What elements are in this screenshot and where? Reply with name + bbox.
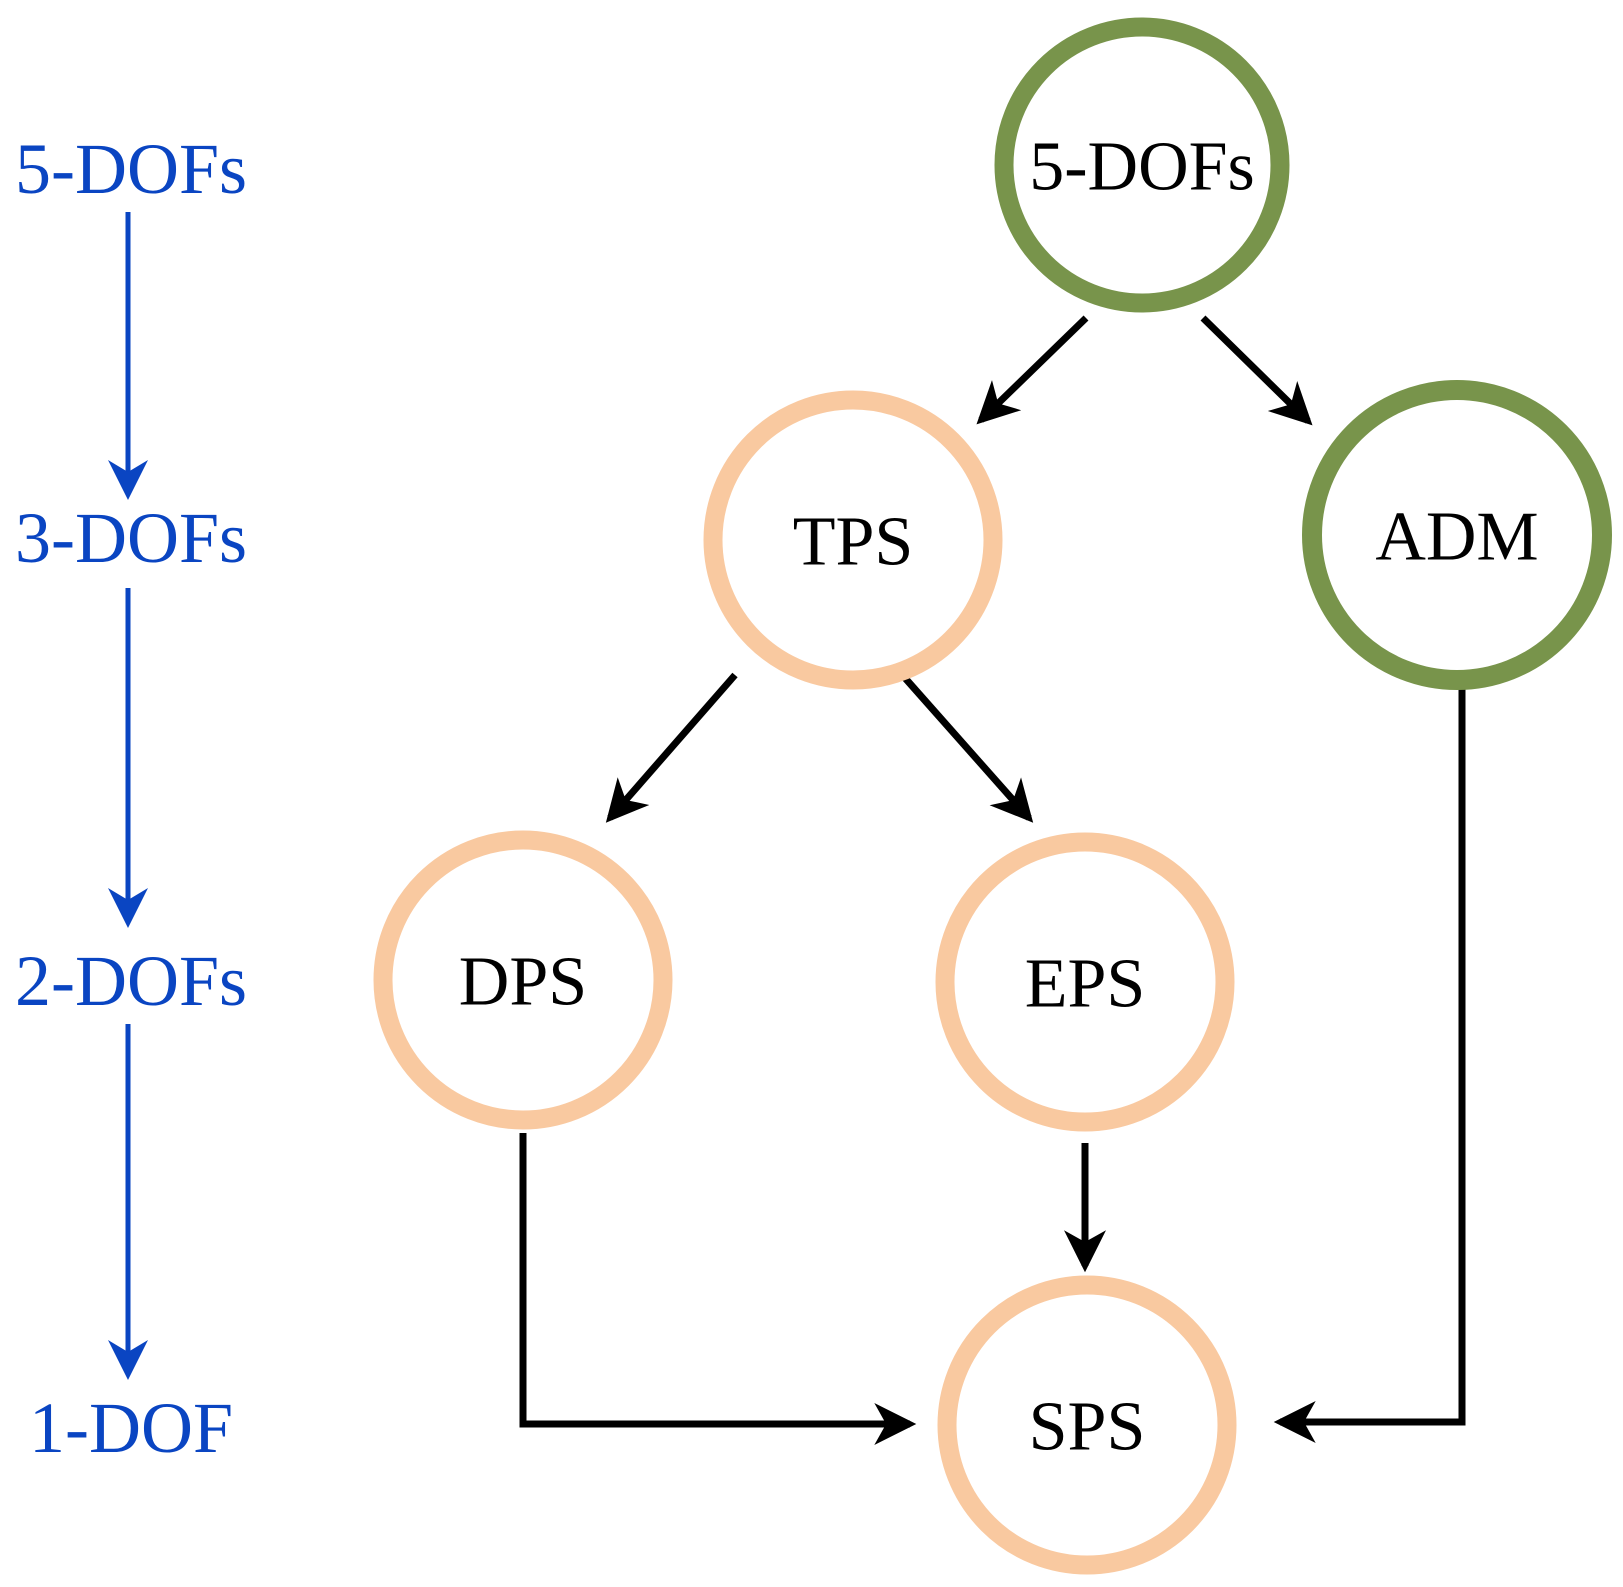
- node-dps-label: DPS: [459, 944, 587, 1021]
- edge-tps-to-dps: [605, 672, 738, 823]
- node-eps: EPS: [935, 832, 1235, 1132]
- node-adm-ring: [1302, 380, 1612, 690]
- node-eps-ring: [935, 832, 1235, 1132]
- edge-5dofs-to-tps: [976, 315, 1089, 425]
- axis-label-5dofs: 5-DOFs: [15, 129, 247, 209]
- node-tps: TPS: [703, 390, 1003, 690]
- edge-dps-to-sps: [519, 1133, 917, 1445]
- axis-label-2dofs: 2-DOFs: [15, 941, 247, 1021]
- dof-axis: 5-DOFs 3-DOFs 2-DOFs 1-DOF: [15, 129, 247, 1468]
- node-sps-ring: [937, 1275, 1237, 1575]
- edge-5dofs-to-adm: [1200, 315, 1313, 426]
- node-eps-label: EPS: [1025, 946, 1146, 1023]
- node-adm: ADM: [1302, 380, 1612, 690]
- node-sps: SPS: [937, 1275, 1237, 1575]
- node-adm-label: ADM: [1375, 499, 1538, 576]
- axis-label-3dofs: 3-DOFs: [15, 498, 247, 578]
- node-sps-label: SPS: [1029, 1389, 1146, 1466]
- node-5dofs-label: 5-DOFs: [1029, 129, 1255, 206]
- edges: [519, 315, 1466, 1445]
- node-5dofs: 5-DOFs: [994, 17, 1290, 313]
- node-5dofs-ring: [994, 17, 1290, 313]
- edge-adm-to-sps: [1273, 685, 1466, 1443]
- node-tps-label: TPS: [793, 504, 914, 581]
- axis-label-1dof: 1-DOF: [29, 1388, 233, 1468]
- node-tps-ring: [703, 390, 1003, 690]
- node-dps: DPS: [373, 830, 673, 1130]
- edge-tps-to-eps: [902, 675, 1034, 823]
- node-dps-ring: [373, 830, 673, 1130]
